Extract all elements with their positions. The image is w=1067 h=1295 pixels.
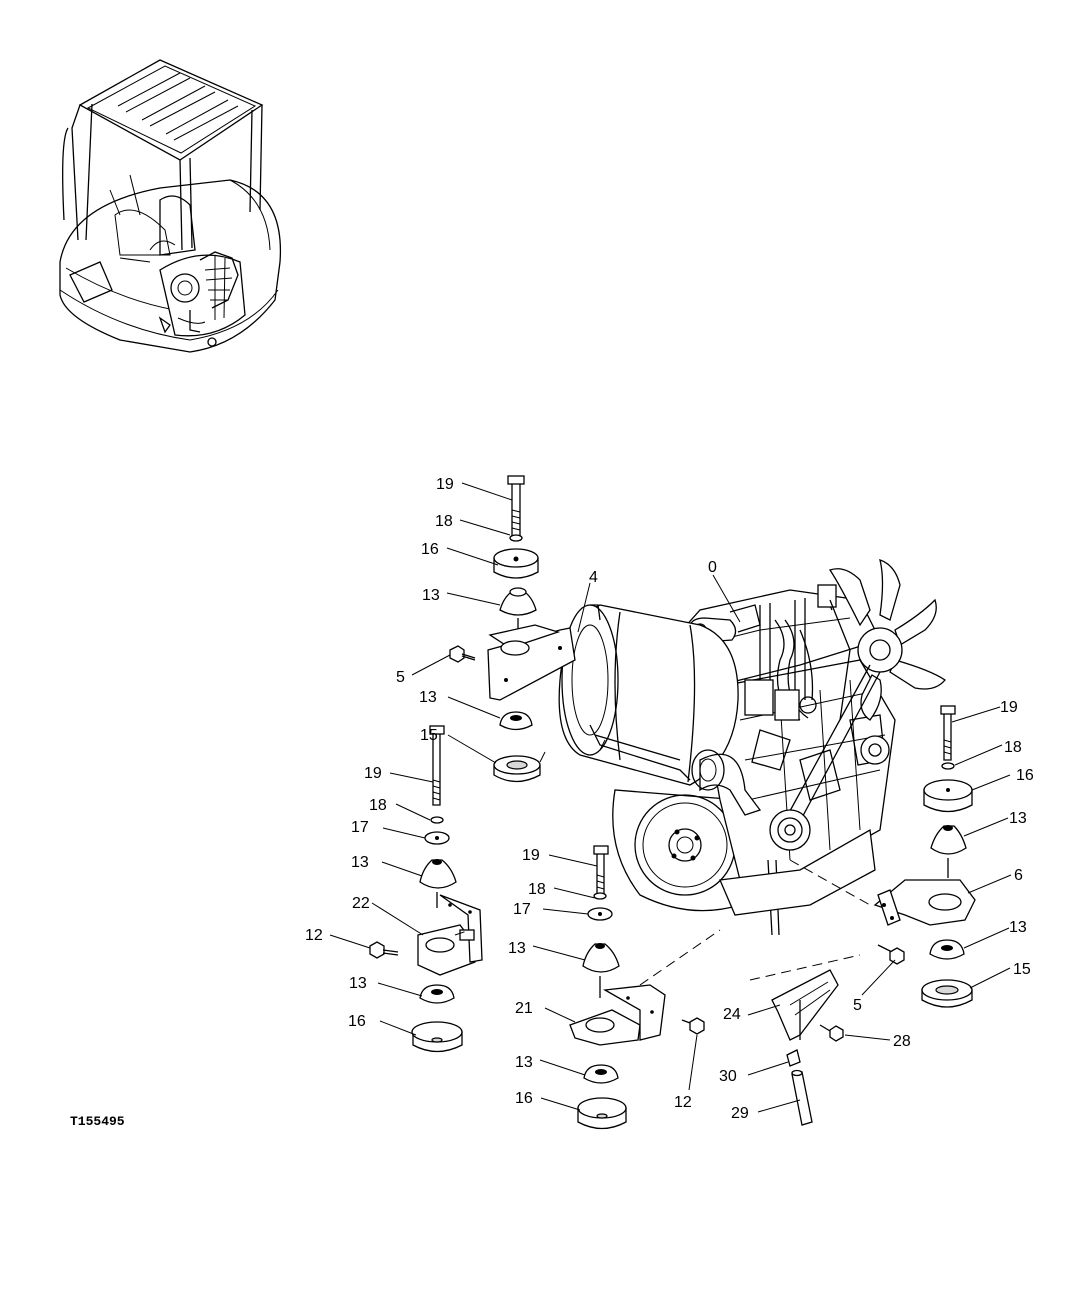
figure-code: T155495	[70, 1114, 125, 1129]
callout-18: 18	[369, 797, 387, 814]
callout-5: 5	[853, 997, 862, 1014]
callout-12: 12	[674, 1094, 692, 1111]
callout-15: 15	[420, 727, 438, 744]
callout-16: 16	[1016, 767, 1034, 784]
machine-overview-illustration	[59, 59, 282, 353]
callout-16: 16	[515, 1090, 533, 1107]
callout-13: 13	[1009, 810, 1027, 827]
callout-0: 0	[708, 559, 717, 576]
callout-5: 5	[396, 669, 405, 686]
callout-19: 19	[364, 765, 382, 782]
callout-16: 16	[421, 541, 439, 558]
engine-assembly	[558, 559, 946, 936]
callout-21: 21	[515, 1000, 533, 1017]
bolt-12-center	[681, 1017, 705, 1035]
callout-6: 6	[1014, 867, 1023, 884]
callout-19: 19	[436, 476, 454, 493]
callout-13: 13	[419, 689, 437, 706]
callout-labels: 0 4 5 5 6 12 12 13 13 13 13 13 13 13 13 …	[305, 476, 1034, 1122]
callout-19: 19	[522, 847, 540, 864]
mount-stack-4	[449, 475, 576, 783]
callout-15: 15	[1013, 961, 1031, 978]
callout-19: 19	[1000, 699, 1018, 716]
callout-30: 30	[719, 1068, 737, 1085]
callout-18: 18	[528, 881, 546, 898]
callout-18: 18	[1004, 739, 1022, 756]
mount-stack-21	[569, 845, 705, 1130]
callout-18: 18	[435, 513, 453, 530]
callout-leaders	[329, 482, 1012, 1113]
muffler	[558, 604, 762, 816]
callout-17: 17	[351, 819, 369, 836]
dipstick-guide-group	[771, 969, 844, 1126]
assembly-dashed-lines	[454, 739, 871, 986]
callout-24: 24	[723, 1006, 741, 1023]
callout-16: 16	[348, 1013, 366, 1030]
callout-13: 13	[422, 587, 440, 604]
engine-highlight	[158, 251, 246, 347]
callout-12: 12	[305, 927, 323, 944]
bolt-5-top	[449, 645, 476, 663]
callout-13: 13	[508, 940, 526, 957]
cooling-fan	[828, 559, 946, 721]
callout-29: 29	[731, 1105, 749, 1122]
bolt-12-left	[369, 941, 399, 959]
callout-28: 28	[893, 1033, 911, 1050]
mount-stack-6	[873, 705, 976, 1008]
callout-4: 4	[589, 569, 598, 586]
callout-13: 13	[515, 1054, 533, 1071]
callout-13: 13	[1009, 919, 1027, 936]
callout-22: 22	[352, 895, 370, 912]
bolt-5-right	[877, 944, 905, 965]
callout-13: 13	[351, 854, 369, 871]
callout-13: 13	[349, 975, 367, 992]
mount-stack-22	[369, 725, 483, 1053]
callout-17: 17	[513, 901, 531, 918]
